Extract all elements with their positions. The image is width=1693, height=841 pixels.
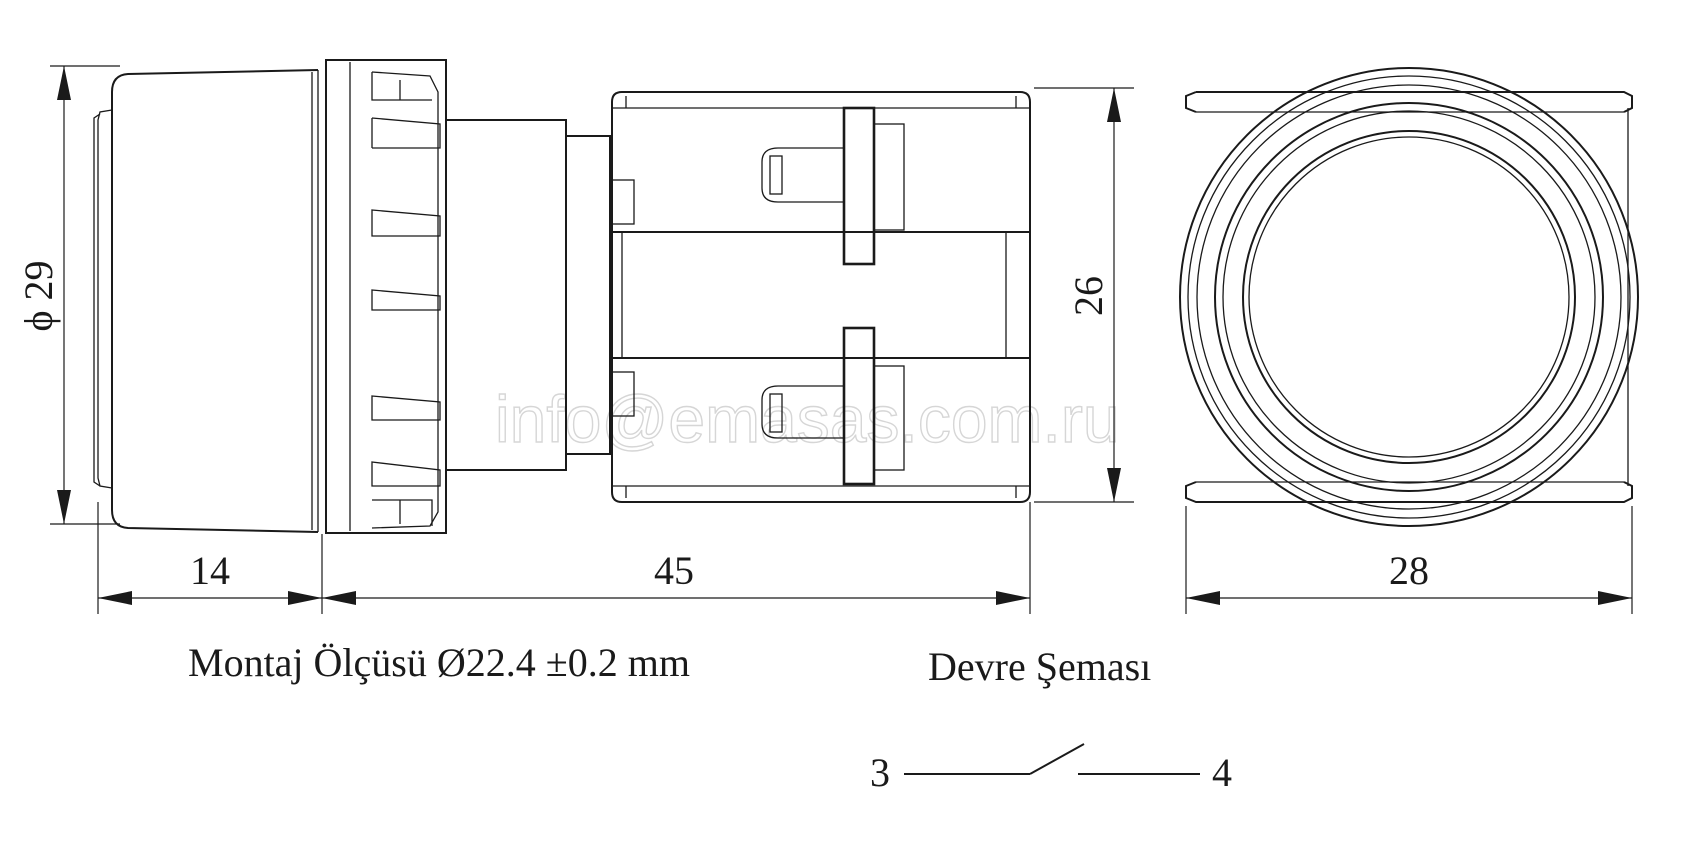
circuit-diagram-caption: Devre Şeması [928, 644, 1151, 689]
watermark: info@emasas.com.ru [495, 382, 1120, 456]
terminal-4-label: 4 [1212, 750, 1232, 795]
dimension-width-label: 28 [1389, 548, 1429, 593]
dimension-lengths: 14 45 [97, 502, 1031, 614]
dimension-front-length: 14 [190, 548, 230, 593]
terminal-3-label: 3 [870, 750, 890, 795]
dimension-diameter-label: ϕ 29 [16, 260, 61, 331]
mounting-ring-side-view [325, 59, 447, 534]
front-view [1179, 67, 1639, 527]
button-head-side-view [93, 69, 319, 533]
dimension-diameter: ϕ 29 [16, 65, 120, 525]
mounting-size-caption: Montaj Ölçüsü Ø22.4 ±0.2 mm [188, 640, 690, 685]
circuit-diagram: 3 4 [870, 743, 1232, 795]
contact-block-side-view [611, 91, 1031, 503]
dimension-height: 26 [1034, 87, 1134, 503]
adapter-neck [445, 119, 611, 471]
dimension-body-length: 45 [654, 548, 694, 593]
dimension-height-label: 26 [1066, 276, 1111, 316]
dimension-width: 28 [1185, 506, 1633, 614]
